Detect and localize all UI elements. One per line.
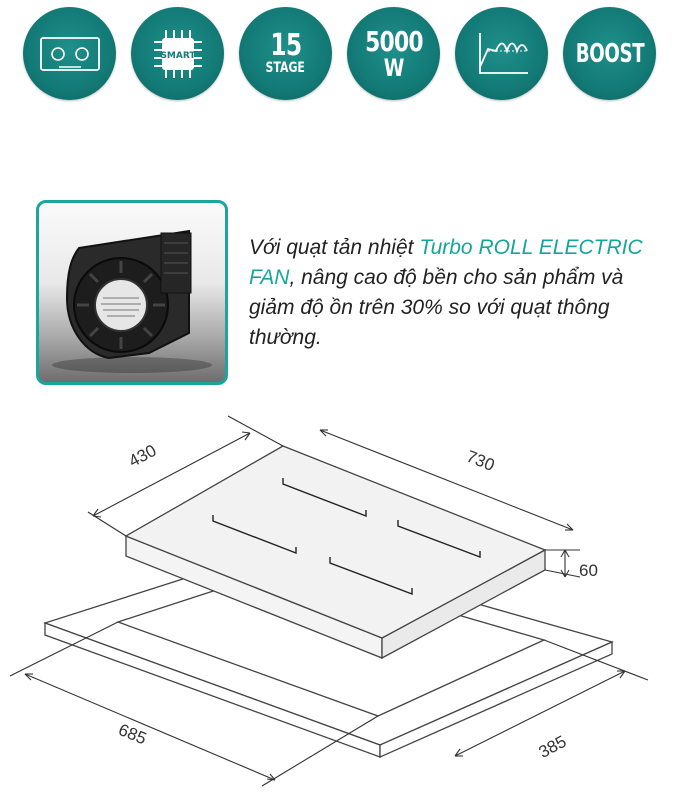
power-unit: W <box>383 53 405 82</box>
heat-curve-icon <box>455 7 548 100</box>
fan-description-suffix: , nâng cao độ bền cho sản phẩm và giảm đ… <box>249 266 624 349</box>
cutout-depth-label: 385 <box>536 732 570 762</box>
stage-number: 15 <box>269 27 302 63</box>
stage-label: STAGE <box>265 59 306 76</box>
height-dimension-label: 60 <box>579 561 598 580</box>
power-number: 5000 <box>364 24 423 58</box>
fan-description-highlight: Turbo ROLL ELECTRIC FAN <box>249 236 643 289</box>
fan-description: Với quạt tản nhiệt Turbo ROLL ELECTRIC F… <box>249 233 669 353</box>
width-dimension-label: 730 <box>464 447 497 475</box>
power-badge: 5000 W <box>347 7 440 100</box>
fan-graphic <box>52 229 212 373</box>
boost-badge: BOOST <box>563 7 656 100</box>
chip-graphic: SMART <box>153 29 202 78</box>
dimension-diagram: 430 730 60 685 385 <box>9 415 649 787</box>
stage-count-badge: 15 STAGE <box>239 7 332 100</box>
hob-outline-icon <box>39 36 100 71</box>
smart-label: SMART <box>160 51 196 61</box>
fan-description-prefix: Với quạt tản nhiệt <box>249 236 420 259</box>
feature-icons-row: SMART 15 STAGE 5000 W BOOST <box>0 0 676 110</box>
turbo-fan-photo <box>36 200 228 385</box>
depth-dimension-label: 430 <box>126 441 160 471</box>
dual-zone-hob-icon <box>23 7 116 100</box>
curve-graphic <box>478 32 528 74</box>
smart-chip-icon: SMART <box>131 7 224 100</box>
boost-label: BOOST <box>575 38 644 69</box>
